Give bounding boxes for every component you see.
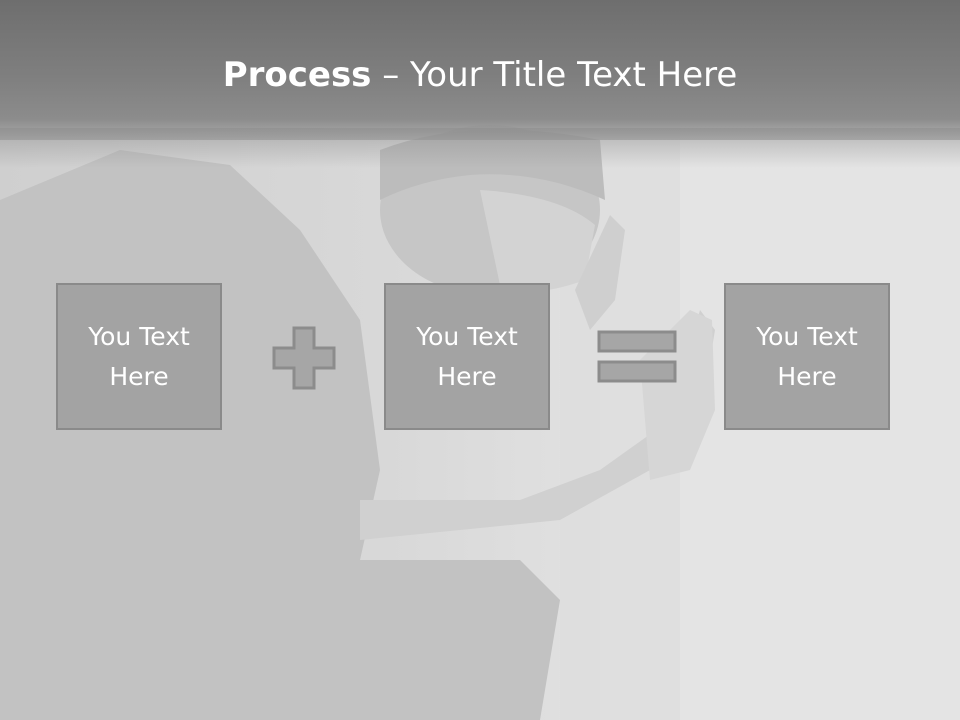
equals-icon <box>597 330 677 383</box>
header-fade <box>0 128 960 168</box>
process-box-3-label: You Text Here <box>756 321 858 391</box>
process-box-2[interactable]: You Text Here <box>384 283 550 430</box>
process-box-3[interactable]: You Text Here <box>724 283 890 430</box>
title-bold-part: Process <box>222 55 372 95</box>
title-rest-part: – Your Title Text Here <box>371 55 738 95</box>
plus-icon <box>272 326 336 390</box>
process-box-1[interactable]: You Text Here <box>56 283 222 430</box>
process-box-2-label: You Text Here <box>416 321 518 391</box>
header-band <box>0 0 960 140</box>
slide-title[interactable]: Process – Your Title Text Here <box>0 52 960 98</box>
process-box-1-label: You Text Here <box>88 321 190 391</box>
